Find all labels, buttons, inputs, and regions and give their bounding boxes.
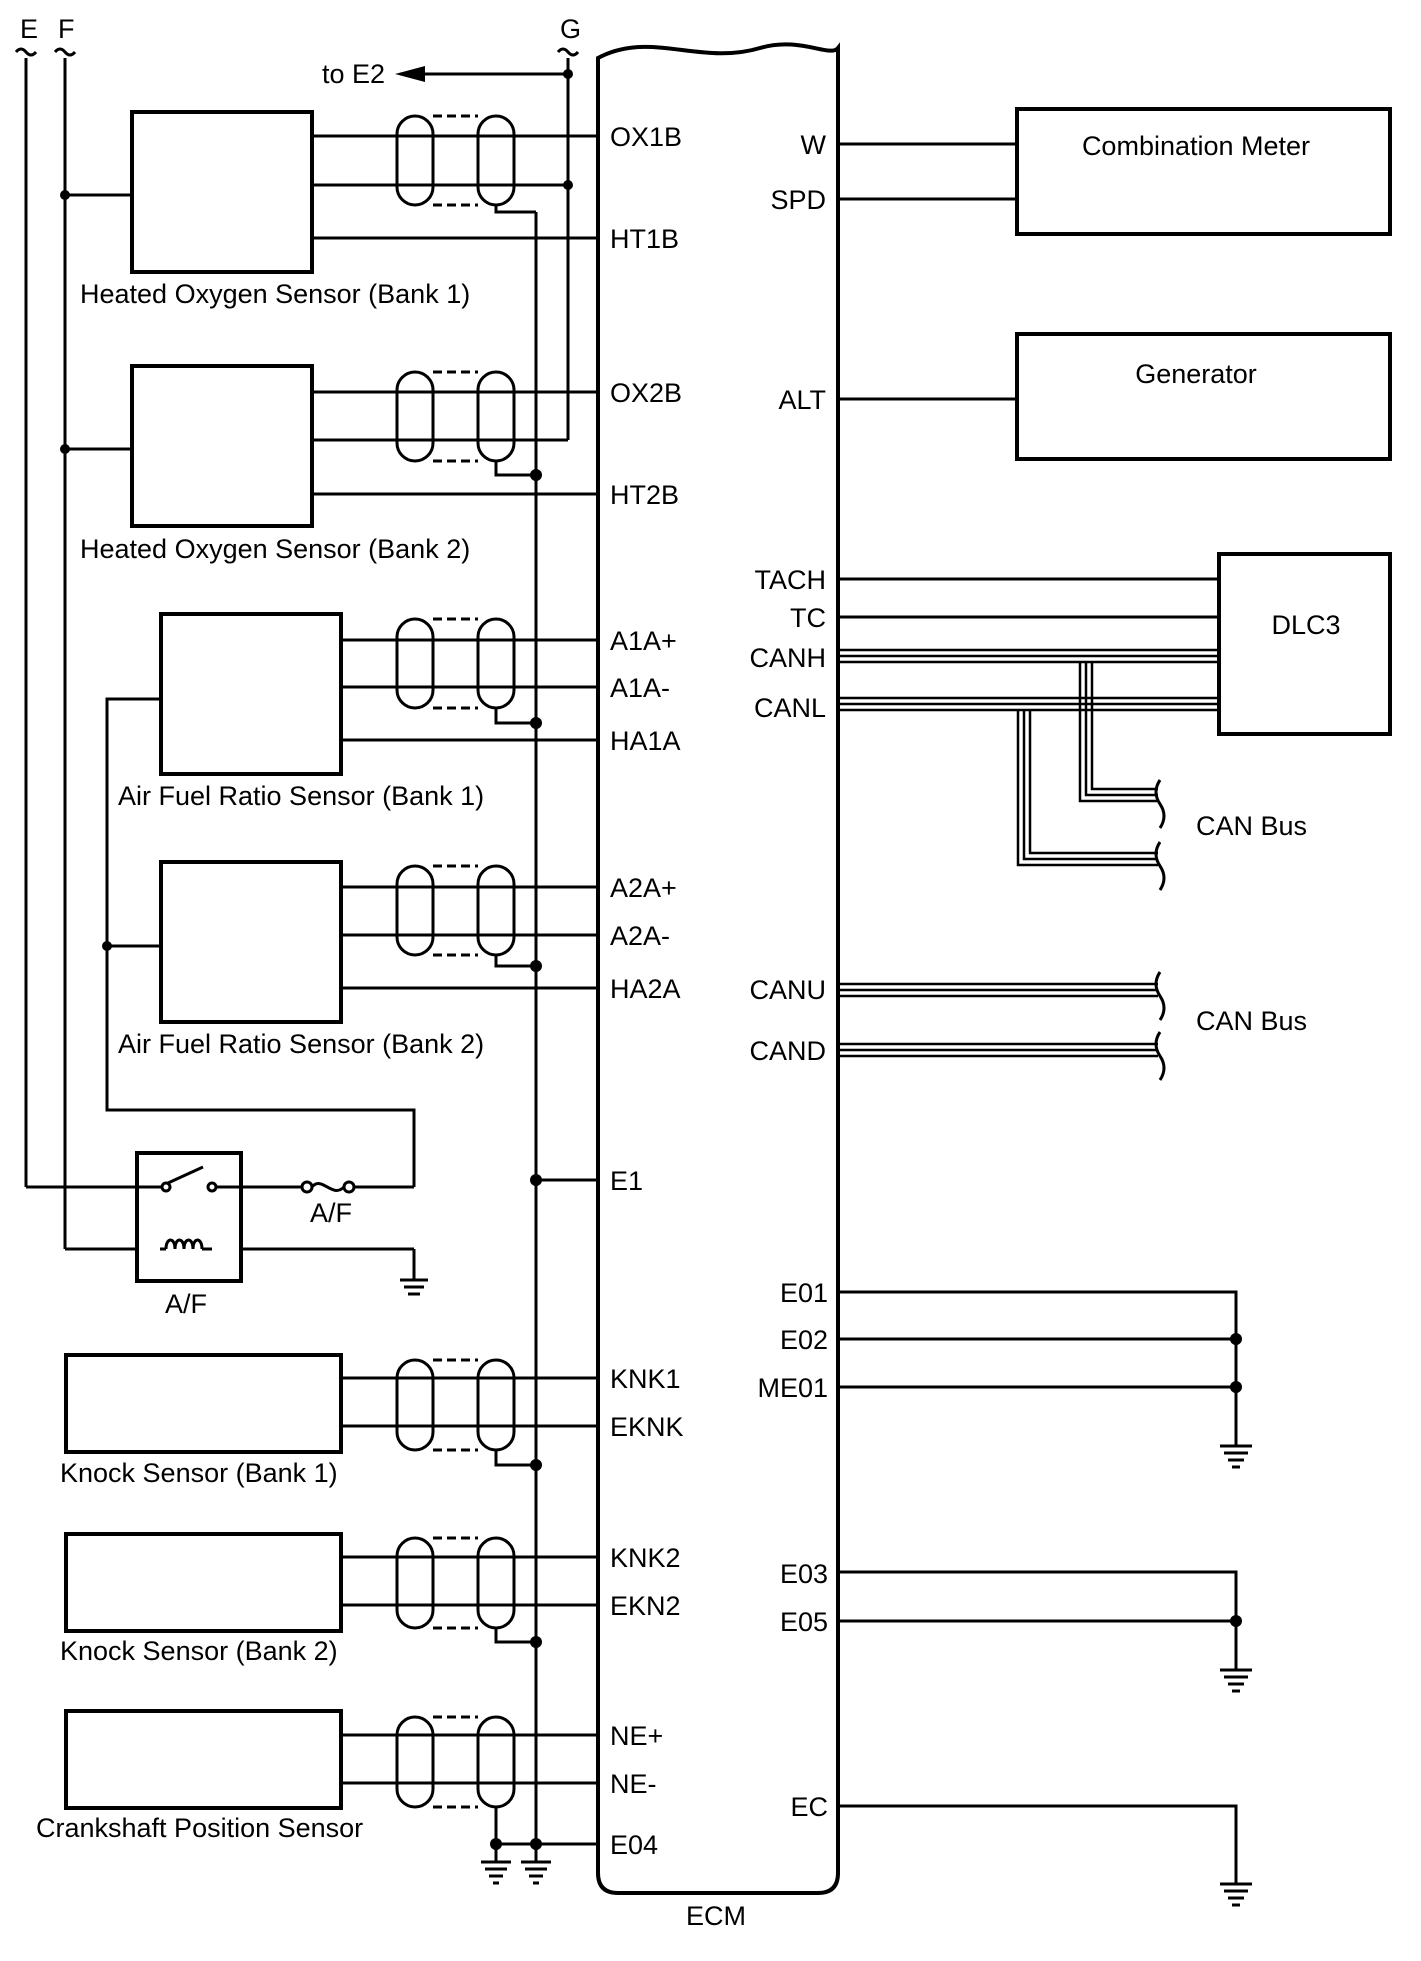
pin-e01: E01: [780, 1278, 828, 1308]
can-d-bus: [838, 1042, 1158, 1058]
connector-f-label: F: [58, 14, 75, 44]
knock-sensor-bank2: Knock Sensor (Bank 2): [60, 1532, 598, 1666]
pin-me01: ME01: [757, 1373, 828, 1403]
pin-ne-plus: NE+: [610, 1721, 663, 1751]
pin-a2a-minus: A2A-: [610, 921, 670, 951]
ho2s-bank1-label: Heated Oxygen Sensor (Bank 1): [80, 279, 470, 309]
connector-e-label: E: [20, 14, 38, 44]
relay-coil-icon: [164, 1238, 204, 1250]
pin-a2a-plus: A2A+: [610, 873, 677, 903]
can-l-bus: [838, 696, 1219, 867]
ecm-label: ECM: [686, 1901, 746, 1931]
pin-spd: SPD: [770, 185, 826, 215]
pin-e04: E04: [610, 1830, 658, 1860]
ground-icon: [481, 1860, 551, 1885]
dlc3-label: DLC3: [1271, 610, 1340, 640]
pin-knk2: KNK2: [610, 1543, 681, 1573]
pin-e1: E1: [610, 1166, 643, 1196]
pin-alt: ALT: [778, 385, 826, 415]
pin-e03: E03: [780, 1559, 828, 1589]
can-bus-label-1: CAN Bus: [1196, 811, 1307, 841]
pin-canu: CANU: [749, 975, 826, 1005]
generator: Generator: [838, 332, 1392, 461]
can-bus-label-2: CAN Bus: [1196, 1006, 1307, 1036]
dlc3: DLC3: [838, 552, 1392, 736]
pin-e05: E05: [780, 1607, 828, 1637]
af-heater-circuit: A/F A/F: [26, 697, 428, 1319]
combination-meter: Combination Meter: [838, 107, 1392, 236]
pin-ec: EC: [790, 1792, 828, 1822]
ckp-label: Crankshaft Position Sensor: [36, 1813, 363, 1843]
air-fuel-ratio-sensor-bank1: Air Fuel Ratio Sensor (Bank 1): [118, 612, 598, 811]
pin-ox2b: OX2B: [610, 378, 682, 408]
connector-g-label: G: [560, 14, 581, 44]
fuse-icon: [310, 1182, 346, 1192]
supply-wires: E F: [14, 14, 132, 1249]
pin-ha2a: HA2A: [610, 974, 681, 1004]
pin-ekn2: EKN2: [610, 1591, 681, 1621]
ecm-grounds: [838, 1290, 1252, 1907]
can-u-bus: [838, 982, 1158, 998]
crankshaft-position-sensor: Crankshaft Position Sensor: [36, 1709, 598, 1844]
combination-meter-label: Combination Meter: [1082, 131, 1310, 161]
pin-cand: CAND: [749, 1036, 826, 1066]
pin-knk1: KNK1: [610, 1364, 681, 1394]
pin-tach: TACH: [755, 565, 827, 595]
ho2s-bank2-label: Heated Oxygen Sensor (Bank 2): [80, 534, 470, 564]
heated-oxygen-sensor-bank1: Heated Oxygen Sensor (Bank 1): [80, 110, 598, 309]
generator-label: Generator: [1135, 359, 1257, 389]
can-h-bus: [838, 648, 1219, 803]
knock-bank2-label: Knock Sensor (Bank 2): [60, 1636, 338, 1666]
relay-label: A/F: [165, 1289, 207, 1319]
ecm-box: [596, 42, 840, 1895]
pin-ht2b: HT2B: [610, 480, 679, 510]
pin-canh: CANH: [749, 643, 826, 673]
heated-oxygen-sensor-bank2: Heated Oxygen Sensor (Bank 2): [80, 364, 598, 564]
ecm-right-pins: W SPD ALT TACH TC CANH CANL CANU CAND E0…: [749, 130, 828, 1822]
to-e2-label: to E2: [322, 59, 385, 89]
pin-w: W: [801, 130, 827, 160]
connector-g: G to E2: [322, 14, 581, 440]
ecm-left-pins: OX1B HT1B OX2B HT2B A1A+ A1A- HA1A A2A+ …: [610, 122, 684, 1860]
pin-ht1b: HT1B: [610, 224, 679, 254]
knock-bank1-label: Knock Sensor (Bank 1): [60, 1458, 338, 1488]
knock-sensor-bank1: Knock Sensor (Bank 1): [60, 1353, 598, 1488]
pin-ne-minus: NE-: [610, 1769, 657, 1799]
air-fuel-ratio-sensor-bank2: Air Fuel Ratio Sensor (Bank 2): [118, 860, 598, 1059]
pin-ox1b: OX1B: [610, 122, 682, 152]
pin-tc: TC: [790, 603, 826, 633]
pin-e02: E02: [780, 1325, 828, 1355]
pin-canl: CANL: [754, 693, 826, 723]
afs-bank1-label: Air Fuel Ratio Sensor (Bank 1): [118, 781, 484, 811]
pin-ha1a: HA1A: [610, 726, 681, 756]
pin-eknk: EKNK: [610, 1412, 684, 1442]
pin-a1a-minus: A1A-: [610, 673, 670, 703]
pin-a1a-plus: A1A+: [610, 626, 677, 656]
afs-bank2-label: Air Fuel Ratio Sensor (Bank 2): [118, 1029, 484, 1059]
fuse-label: A/F: [310, 1198, 352, 1228]
